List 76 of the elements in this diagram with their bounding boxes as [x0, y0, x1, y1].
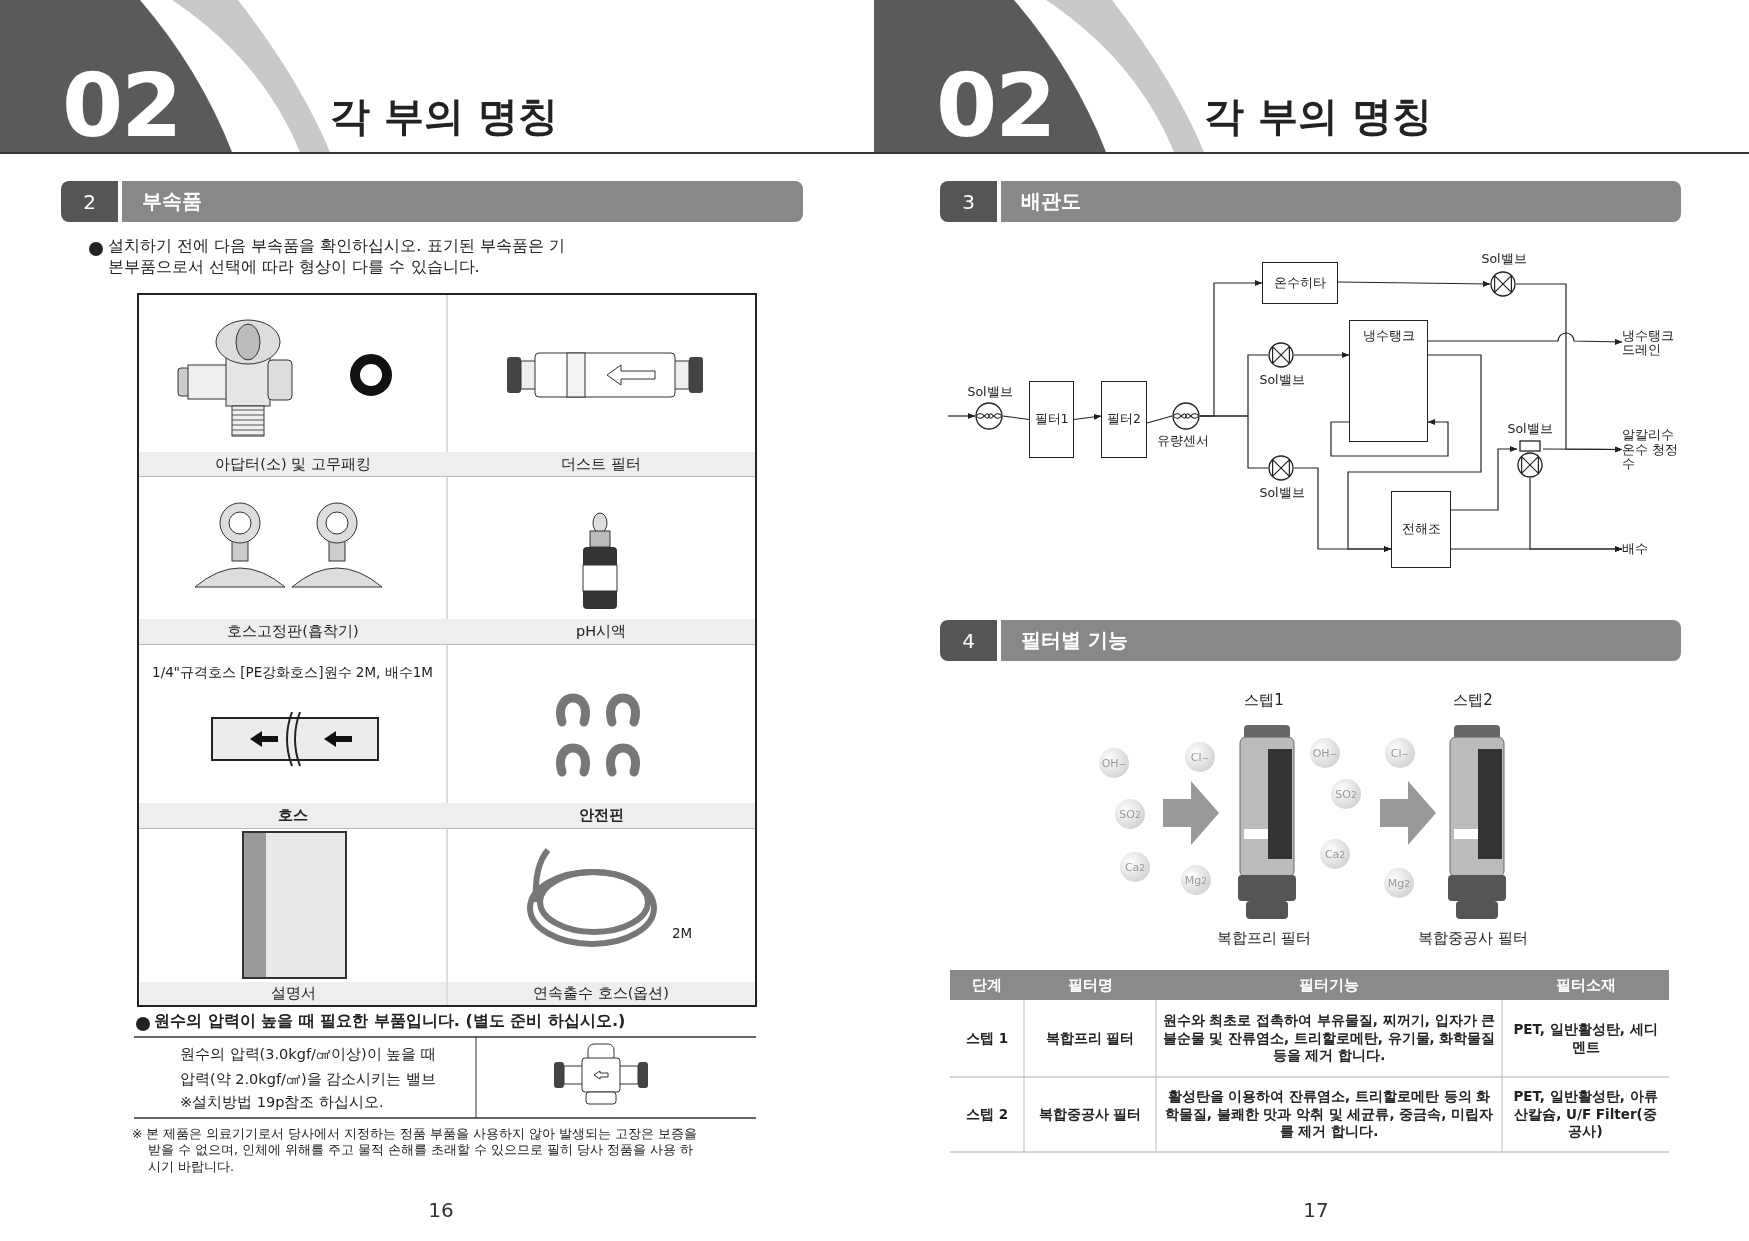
section-heading: 배관도 [1001, 181, 1681, 222]
install-note: ※설치방법 19p참조 하십시오. [180, 1093, 385, 1112]
table-header-cell: 단계 [950, 970, 1024, 1000]
component-label: Sol밸브 [1506, 421, 1554, 438]
pipe-arrow [1330, 419, 1449, 457]
pipe-line [1146, 415, 1173, 424]
chapter-number: 02 [62, 62, 182, 150]
valve-description: 원수의 압력(3.0kgf/㎠이상)이 높을 때 압력(약 2.0kgf/㎠)을 감소시키는 밸브 [180, 1045, 437, 1090]
section-heading: 필터별 기능 [1001, 620, 1681, 661]
step-label: 스텝1 [1243, 691, 1285, 710]
outlet-label: 배수 [1622, 541, 1684, 557]
pipe-line [1199, 415, 1269, 469]
outlet-label: 알칼리수 온수 청정수 [1622, 430, 1684, 470]
section-number: 4 [940, 620, 997, 661]
item-caption: 안전핀 [447, 803, 755, 829]
chapter-number: 02 [936, 62, 1056, 150]
pipe-arrow [1293, 467, 1392, 552]
solenoid-valve-symbol [975, 402, 1003, 430]
page-title: 각 부의 명칭 [330, 92, 559, 140]
pipe-arrow [1450, 446, 1518, 511]
component-label: Sol밸브 [1480, 251, 1528, 268]
table-cell-text: 활성탄을 이용하여 잔류염소, 트리할로메탄 등의 화학물질, 불쾌한 맛과 악취 및 세균류, 중금속, 미립자를 제거 합니다. [1163, 1087, 1495, 1142]
table-header-cell: 필터명 [1024, 970, 1156, 1000]
note-heading: 원수의 압력이 높을 때 필요한 부품입니다. (별도 준비 하십시오.) [154, 1011, 627, 1032]
item-caption: 설명서 [140, 982, 446, 1005]
table-cell-text: PET, 일반활성탄, 아류산칼슘, U/F Filter(중공사) [1512, 1087, 1659, 1142]
table-cell-text: 스텝 2 [964, 1104, 1010, 1124]
component-box: 필터1 [1029, 381, 1074, 458]
filter-caption: 복합프리 필터 [1215, 929, 1313, 948]
page-number: 17 [1302, 1198, 1330, 1222]
solenoid-valve-symbol [1268, 455, 1294, 481]
item-caption: 아답터(소) 및 고무패킹 [139, 452, 447, 477]
pipe-arrow [1293, 352, 1350, 358]
section-heading: 부속품 [122, 181, 803, 222]
item-caption: 호스 [139, 803, 447, 829]
table-cell-text: PET, 일반활성탄, 세디멘트 [1512, 1019, 1659, 1057]
pipe-arrow [1542, 446, 1623, 453]
component-label: Sol밸브 [1258, 485, 1306, 502]
spec-text: 1/4"규격호스 [PE강화호스]원수 2M, 배수1M [151, 664, 434, 682]
item-caption: 연속출수 호스(옵션) [448, 982, 754, 1005]
pipe-line [1002, 415, 1030, 421]
table-cell-text: 스텝 1 [964, 1028, 1010, 1048]
pipe-arrow [1427, 332, 1623, 345]
instruction-text: 설치하기 전에 다음 부속품을 확인하십시오. 표기된 부속품은 기본부품으로서 선택에 따라 형상이 다를 수 있습니다. [108, 236, 566, 278]
component-box: 필터2 [1101, 381, 1147, 458]
component-box: 냉수탱크 [1349, 320, 1428, 442]
section-number: 3 [940, 181, 997, 222]
item-caption: 호스고정판(흡착기) [139, 619, 447, 645]
section-number: 2 [61, 181, 118, 222]
solenoid-valve-symbol [1490, 271, 1516, 297]
pipe-arrow [1450, 546, 1623, 552]
page-number: 16 [427, 1198, 455, 1222]
table-cell-text: 복합중공사 필터 [1037, 1104, 1143, 1124]
filter-caption: 복합중공사 필터 [1417, 929, 1529, 948]
table-cell-text: 복합프리 필터 [1044, 1028, 1136, 1048]
component-label: Sol밸브 [1258, 372, 1306, 389]
component-label: Sol밸브 [966, 384, 1014, 401]
footnote: ※ 본 제품은 의료기기로서 당사에서 지정하는 정품 부품을 사용하지 않아 발생되는 고장은 보증을 받을 수 없으며, 인체에 위해를 주고 물적 손해를 초래할 수 있으므로 필히 당사 정품을 사용 하시기 바랍니다. [132, 1126, 699, 1175]
component-box: 온수히타 [1262, 262, 1338, 304]
table-header-cell: 필터소재 [1502, 970, 1669, 1000]
solenoid-valve-symbol [1517, 440, 1543, 478]
dimension-label: 2M [670, 925, 694, 941]
table-header-cell: 필터기능 [1156, 970, 1502, 1000]
pipe-arrow [947, 413, 976, 419]
page-title: 각 부의 명칭 [1204, 92, 1433, 140]
component-label: 유량센서 [1156, 433, 1210, 450]
step-label: 스텝2 [1452, 691, 1494, 710]
item-caption: pH시액 [447, 619, 755, 645]
item-caption: 더스트 필터 [447, 452, 755, 477]
outlet-label: 냉수탱크 드레인 [1622, 329, 1684, 357]
flow-sensor-symbol [1172, 402, 1200, 430]
solenoid-valve-symbol [1268, 342, 1294, 368]
pipe-arrow [1337, 281, 1491, 287]
component-box: 전해조 [1391, 491, 1451, 568]
pipe-arrow [1073, 414, 1102, 421]
table-cell-text: 원수와 최초로 접촉하여 부유물질, 찌꺼기, 입자가 큰 불순물 및 잔류염소, 트리할로메탄, 유기물, 화학물질 등을 제거 합니다. [1161, 1011, 1497, 1066]
